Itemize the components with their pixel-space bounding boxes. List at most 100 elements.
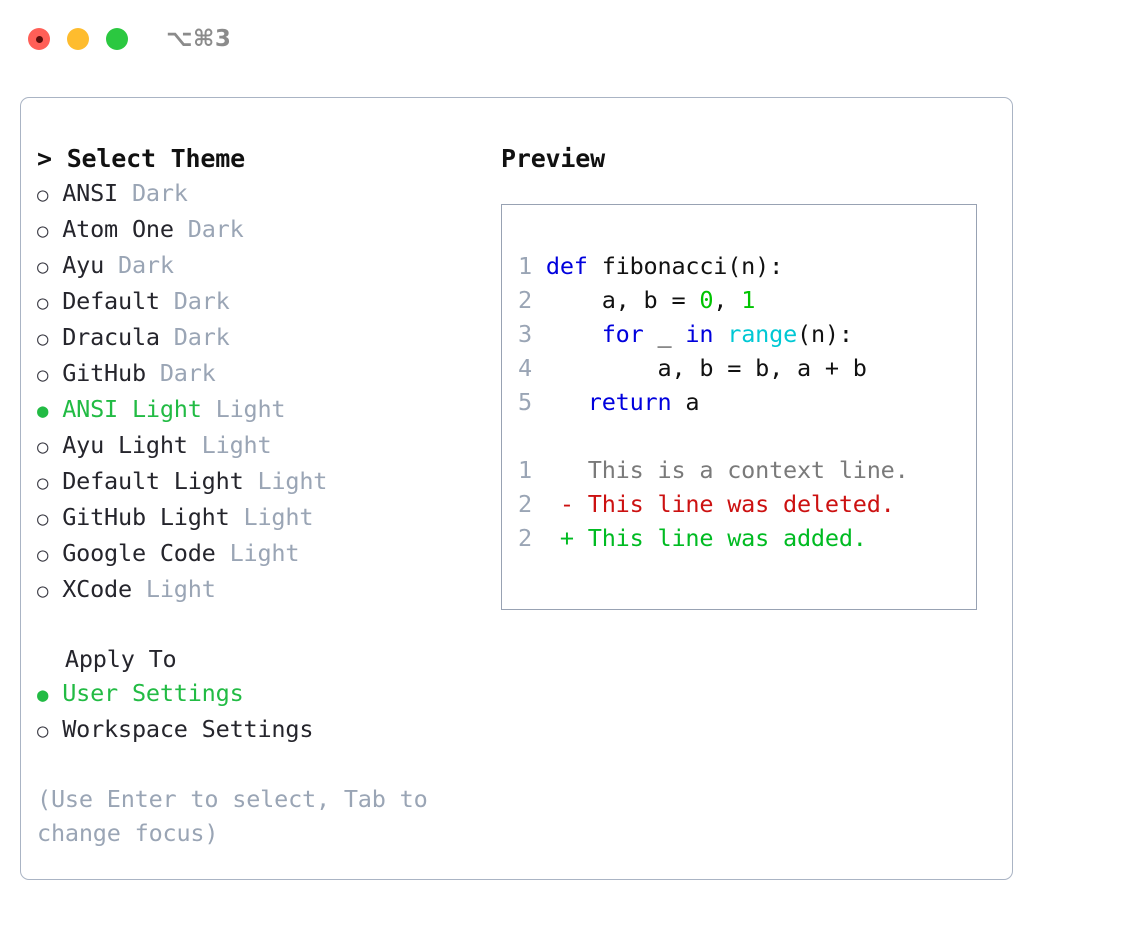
code-line-number: 3: [518, 320, 546, 348]
radio-selected-icon: ●: [37, 400, 49, 422]
section-spacer: [37, 608, 497, 642]
theme-option-label: Atom One: [48, 215, 174, 243]
keyboard-hint: (Use Enter to select, Tab to change focu…: [37, 785, 442, 847]
radio-unselected-icon: ○: [37, 292, 49, 314]
radio-unselected-icon: ○: [37, 364, 49, 386]
preview-title: Preview: [501, 144, 605, 173]
code-token: [713, 320, 727, 348]
code-token: [546, 388, 588, 416]
theme-option-ansi[interactable]: ○ ANSI Dark: [37, 176, 497, 212]
code-spacer: [518, 419, 976, 453]
code-token: a: [671, 388, 700, 416]
theme-option-default[interactable]: ○ Default Dark: [37, 284, 497, 320]
apply-to-list[interactable]: ● User Settings○ Workspace Settings: [37, 676, 497, 748]
code-token: a, b =: [545, 286, 700, 314]
apply-to-label: Apply To: [64, 645, 177, 673]
radio-unselected-icon: ○: [37, 720, 49, 742]
diff-line-text: + This line was added.: [559, 524, 867, 552]
code-token: in: [685, 320, 714, 348]
apply-to-option-label: Workspace Settings: [48, 715, 314, 743]
code-line: 1 def fibonacci(n):: [518, 249, 976, 283]
minimize-button[interactable]: [67, 28, 89, 50]
radio-unselected-icon: ○: [37, 580, 49, 602]
apply-to-option-workspace-settings[interactable]: ○ Workspace Settings: [37, 712, 497, 748]
radio-unselected-icon: ○: [37, 184, 49, 206]
theme-option-xcode[interactable]: ○ XCode Light: [37, 572, 497, 608]
theme-option-dracula[interactable]: ○ Dracula Dark: [37, 320, 497, 356]
theme-selector-column: > Select Theme ○ ANSI Dark○ Atom One Dar…: [37, 142, 497, 850]
theme-option-label: Default Light: [48, 467, 244, 495]
theme-list-header: > Select Theme: [37, 144, 245, 173]
theme-option-label: XCode: [48, 575, 132, 603]
theme-option-github[interactable]: ○ GitHub Dark: [37, 356, 497, 392]
code-line: 2 a, b = 0, 1: [518, 283, 976, 317]
theme-option-variant: Dark: [118, 179, 188, 207]
diff-line-ctx: 1 This is a context line.: [518, 453, 976, 487]
diff-line-number: 2: [518, 490, 560, 518]
theme-option-variant: Dark: [145, 359, 216, 387]
diff-line-del: 2 - This line was deleted.: [518, 487, 976, 521]
theme-option-variant: Light: [215, 539, 300, 567]
code-token: def: [545, 252, 602, 280]
preview-column: Preview 1 def fibonacci(n):2 a, b = 0, 1…: [501, 142, 1001, 610]
code-line: 4 a, b = b, a + b: [518, 351, 976, 385]
theme-option-ansi-light[interactable]: ● ANSI Light Light: [37, 392, 497, 428]
theme-option-ayu[interactable]: ○ Ayu Dark: [37, 248, 497, 284]
theme-option-variant: Dark: [104, 251, 174, 279]
diff-line-number: 2: [518, 524, 560, 552]
radio-unselected-icon: ○: [37, 508, 49, 530]
theme-option-atom-one[interactable]: ○ Atom One Dark: [37, 212, 497, 248]
radio-selected-icon: ●: [37, 684, 49, 706]
theme-option-ayu-light[interactable]: ○ Ayu Light Light: [37, 428, 497, 464]
maximize-button[interactable]: [106, 28, 128, 50]
theme-option-google-code[interactable]: ○ Google Code Light: [37, 536, 497, 572]
code-line: 3 for _ in range(n):: [518, 317, 976, 351]
code-token: ,: [713, 286, 742, 314]
code-token: 0: [699, 286, 714, 314]
keyboard-shortcut-label: ⌥⌘3: [166, 25, 232, 52]
theme-list[interactable]: ○ ANSI Dark○ Atom One Dark○ Ayu Dark○ De…: [37, 176, 497, 608]
apply-to-option-user-settings[interactable]: ● User Settings: [37, 676, 497, 712]
diff-line-add: 2 + This line was added.: [518, 521, 976, 555]
code-token: [546, 320, 602, 348]
close-button[interactable]: [28, 28, 50, 50]
code-token: 1: [741, 286, 756, 314]
theme-option-variant: Light: [201, 395, 286, 423]
theme-option-label: GitHub: [48, 359, 146, 387]
theme-option-variant: Dark: [159, 323, 230, 351]
code-line-number: 4: [518, 354, 546, 382]
radio-unselected-icon: ○: [37, 220, 49, 242]
theme-option-label: ANSI: [48, 179, 118, 207]
code-token: return: [587, 388, 672, 416]
code-token: for: [601, 320, 644, 348]
radio-unselected-icon: ○: [37, 328, 49, 350]
code-token: a, b = b, a + b: [545, 354, 867, 382]
main-panel: > Select Theme ○ ANSI Dark○ Atom One Dar…: [20, 97, 1013, 880]
theme-option-variant: Light: [243, 467, 328, 495]
theme-option-label: Default: [48, 287, 160, 315]
diff-line-text: This is a context line.: [559, 456, 909, 484]
theme-option-variant: Light: [229, 503, 314, 531]
apply-to-option-label: User Settings: [48, 679, 244, 707]
code-line-number: 5: [518, 388, 546, 416]
theme-option-label: Ayu: [48, 251, 105, 279]
code-token: fibonacci(n):: [601, 252, 784, 280]
code-token: range: [727, 320, 798, 348]
theme-option-variant: Dark: [173, 215, 244, 243]
radio-unselected-icon: ○: [37, 436, 49, 458]
theme-option-variant: Light: [187, 431, 272, 459]
diff-line-number: 1: [518, 456, 560, 484]
theme-option-label: Google Code: [48, 539, 216, 567]
theme-option-label: ANSI Light: [48, 395, 202, 423]
code-token: (n):: [797, 320, 853, 348]
theme-option-variant: Dark: [159, 287, 230, 315]
theme-option-label: Dracula: [48, 323, 160, 351]
code-line-number: 1: [518, 252, 546, 280]
diff-sample: 1 This is a context line.2 - This line w…: [518, 453, 976, 555]
theme-option-github-light[interactable]: ○ GitHub Light Light: [37, 500, 497, 536]
code-line: 5 return a: [518, 385, 976, 419]
theme-option-default-light[interactable]: ○ Default Light Light: [37, 464, 497, 500]
theme-option-label: Ayu Light: [48, 431, 188, 459]
